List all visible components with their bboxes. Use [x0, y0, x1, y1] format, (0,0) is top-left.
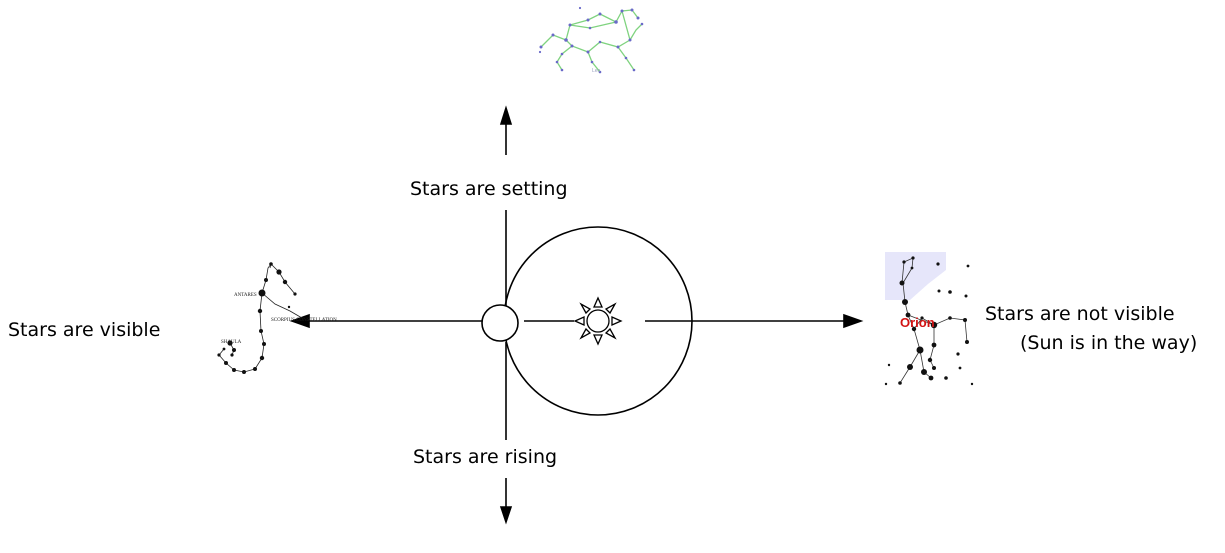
arrow-right-head	[843, 313, 864, 329]
antares-label: ANTARES	[234, 293, 257, 298]
arrow-down-head	[499, 506, 513, 525]
scorpius-constellation: ANTARES SHAULA SCORPIUS CONSTELLATION	[217, 262, 337, 374]
label-rising: Stars are rising	[413, 446, 558, 468]
leo-constellation: Leo	[538, 6, 644, 74]
arrows	[289, 105, 864, 525]
arrow-left-head	[289, 313, 310, 329]
leo-label: Leo	[592, 68, 601, 74]
arrow-up-head	[499, 105, 513, 125]
earth-circle	[481, 304, 519, 342]
orion-label: Orion	[900, 315, 935, 330]
axes	[306, 210, 850, 440]
scorpius-label: SCORPIUS CONSTELLATION	[271, 318, 337, 323]
label-visible: Stars are visible	[8, 319, 161, 341]
shaula-label: SHAULA	[221, 340, 242, 345]
label-sun-in-way: (Sun is in the way)	[1020, 332, 1198, 354]
orion-constellation: Orion	[884, 252, 974, 386]
label-not-visible: Stars are not visible	[985, 303, 1175, 325]
orion-background	[885, 252, 946, 300]
sun-icon	[573, 296, 623, 346]
label-setting: Stars are setting	[410, 178, 568, 200]
